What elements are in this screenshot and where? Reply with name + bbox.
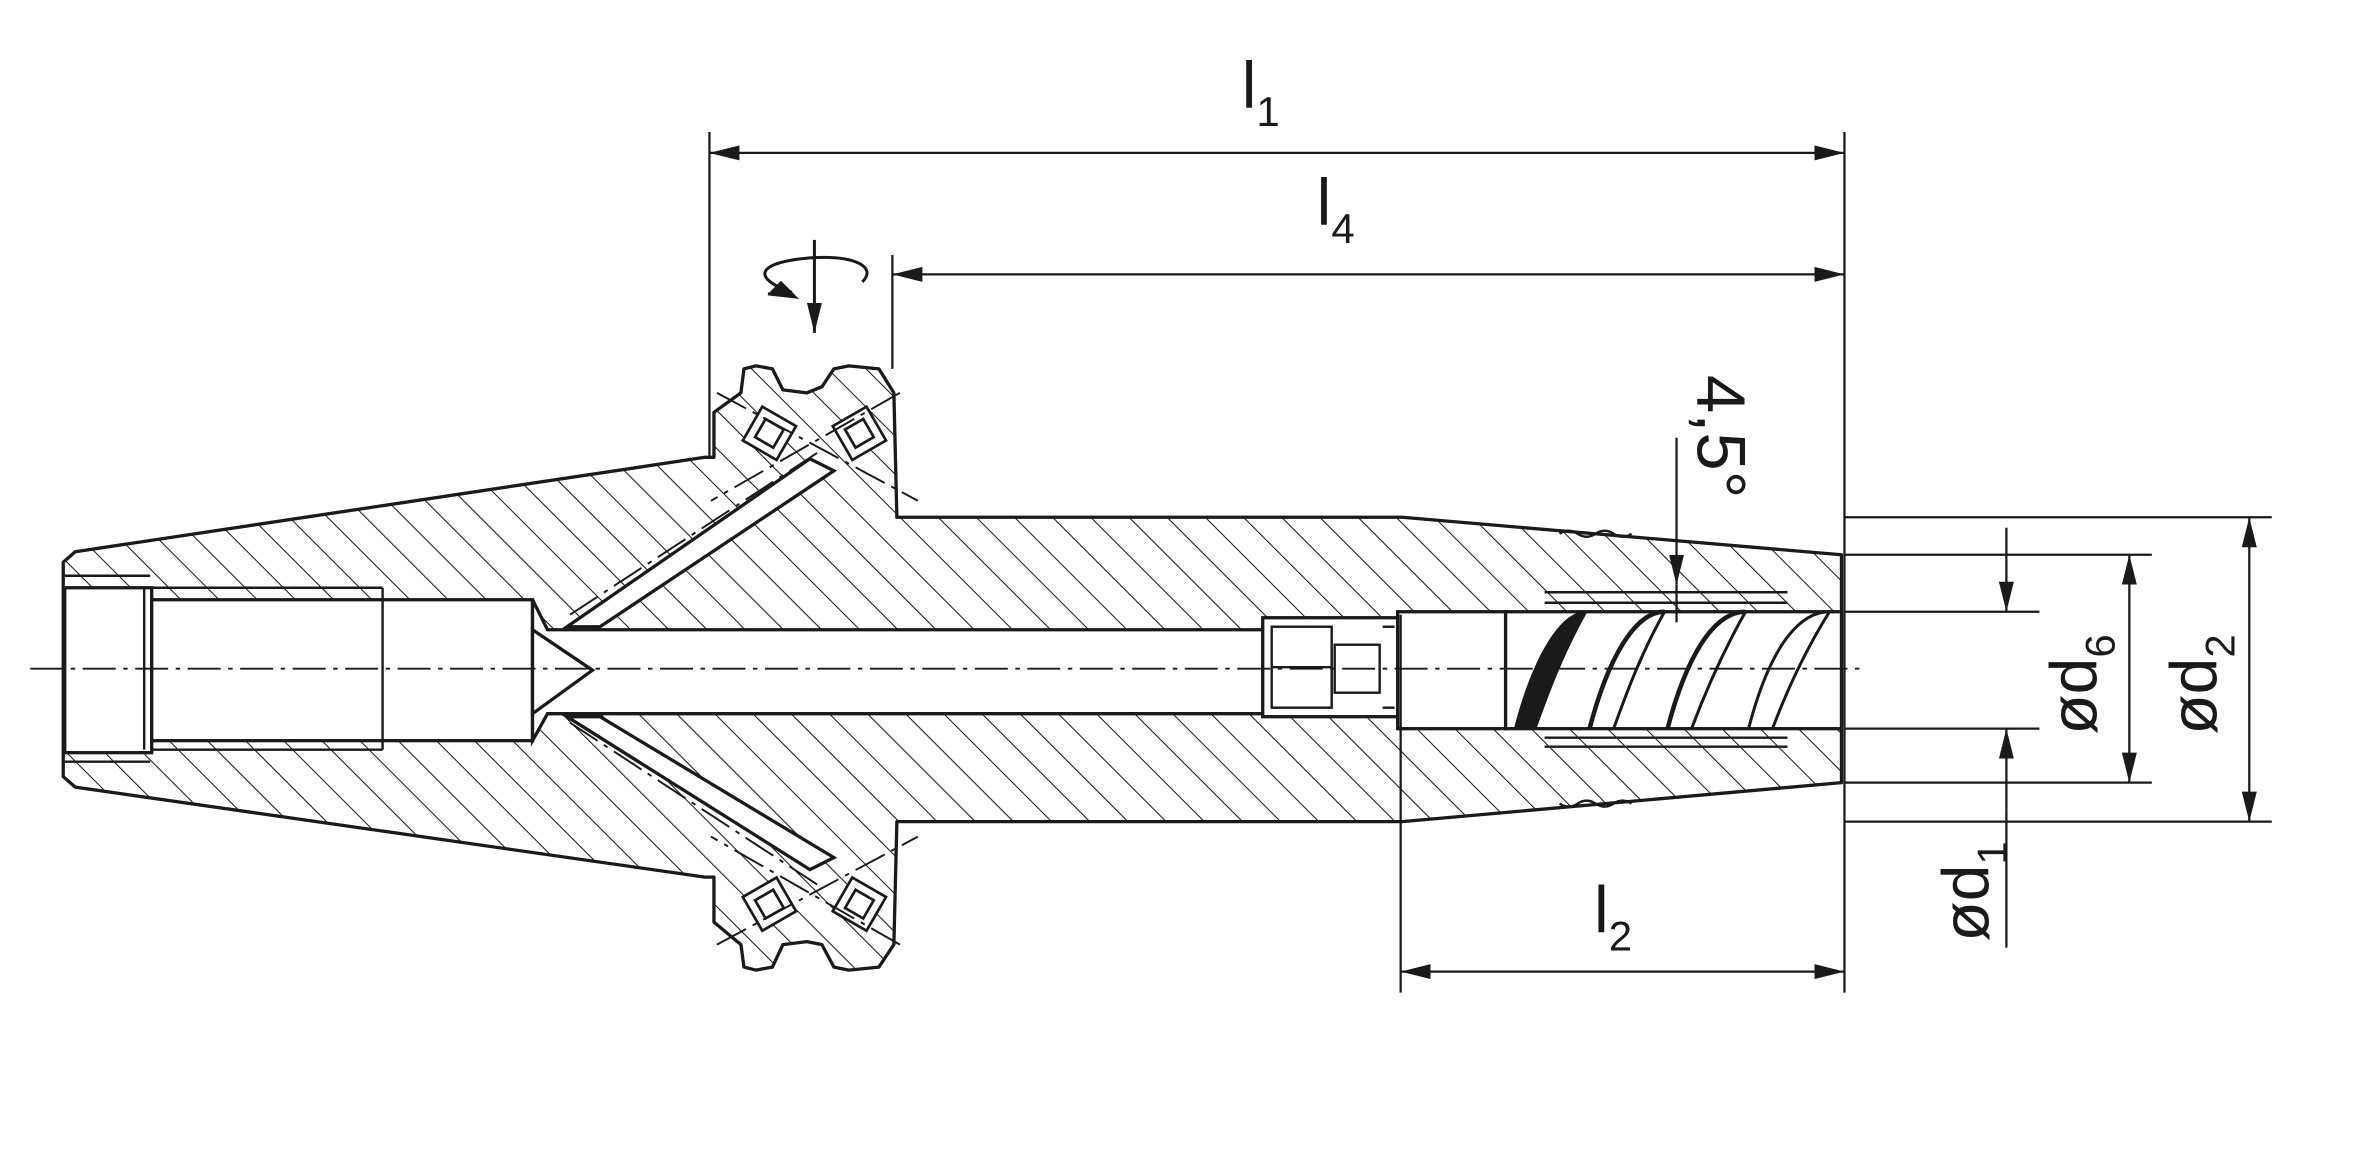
label-angle: 4,5° — [1683, 375, 1760, 498]
spiral-flutes — [1513, 609, 1833, 730]
rear-counterbore — [63, 586, 154, 755]
coolant-channel-lower — [561, 715, 838, 872]
coolant-channel-upper — [561, 456, 838, 629]
dimension-lines — [708, 131, 2272, 993]
cone-transition — [530, 626, 596, 717]
label-d2: ød2 — [2156, 634, 2243, 734]
dimension-labels: l1 l4 l2 4,5° ød1 ød6 ød2 — [1242, 48, 2244, 960]
label-l1: l1 — [1242, 48, 1280, 135]
rear-thread-bore — [150, 598, 535, 743]
label-l2: l2 — [1594, 873, 1632, 960]
center-lines — [30, 391, 1860, 946]
label-d1: ød1 — [1928, 841, 2015, 941]
label-l4: l4 — [1317, 165, 1355, 252]
collet-seat — [1396, 610, 1508, 731]
rotation-direction-icon — [763, 239, 869, 333]
label-d6: ød6 — [2036, 634, 2123, 734]
bearing-details — [740, 404, 888, 933]
